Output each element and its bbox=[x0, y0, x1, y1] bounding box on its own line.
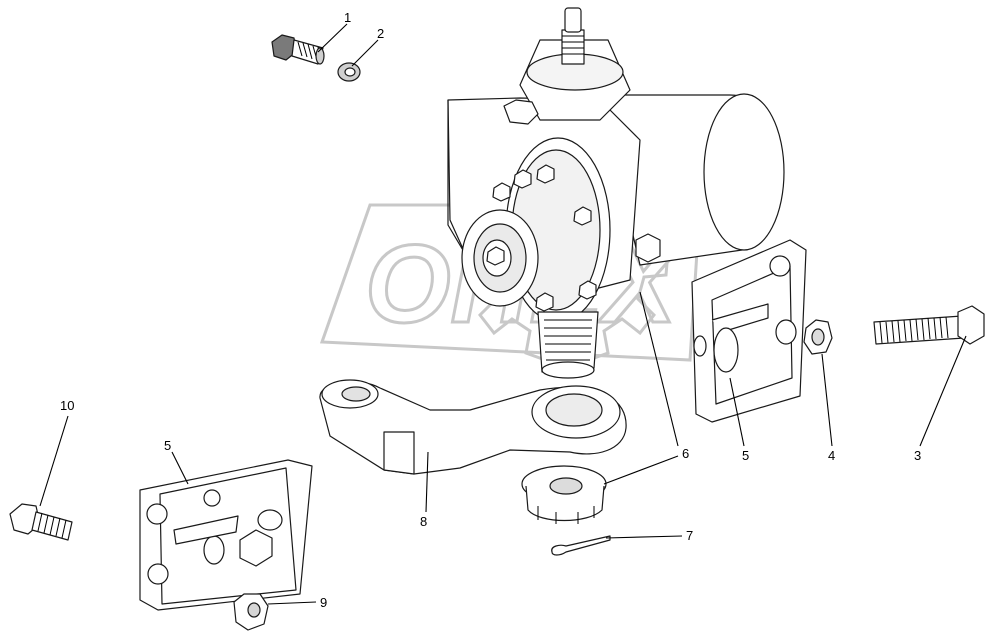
leader-3 bbox=[919, 335, 967, 447]
part-1-bolt bbox=[271, 34, 325, 65]
leader-2 bbox=[351, 39, 379, 67]
callout-3: 3 bbox=[914, 448, 921, 463]
callout-10: 10 bbox=[60, 398, 74, 413]
leader-4 bbox=[821, 353, 833, 447]
callout-2: 2 bbox=[377, 26, 384, 41]
part-5-bracket-left bbox=[139, 459, 313, 611]
leader-5-left bbox=[171, 451, 189, 485]
part-9-nut bbox=[233, 593, 269, 631]
leader-1 bbox=[317, 23, 348, 53]
part-2-washer bbox=[337, 62, 361, 82]
callout-1: 1 bbox=[344, 10, 351, 25]
leader-8 bbox=[425, 451, 429, 513]
part-7-cotter-pin bbox=[551, 535, 611, 556]
part-5-bracket-right bbox=[691, 239, 807, 423]
leader-6-up bbox=[639, 291, 679, 447]
callout-6: 6 bbox=[682, 446, 689, 461]
leader-7 bbox=[605, 535, 683, 539]
callout-labels: 1 2 3 4 5 5 6 7 8 9 10 bbox=[60, 10, 921, 610]
part-3-long-bolt bbox=[873, 305, 985, 345]
callout-5-right: 5 bbox=[742, 448, 749, 463]
part-8-pitman-arm bbox=[319, 379, 627, 475]
part-6-castle-nut bbox=[521, 465, 607, 524]
leader-6-down bbox=[603, 455, 679, 485]
leader-10 bbox=[39, 415, 69, 507]
callout-5-left: 5 bbox=[164, 438, 171, 453]
part-10-bolt bbox=[9, 503, 73, 541]
callout-4: 4 bbox=[828, 448, 835, 463]
leader-lines bbox=[39, 23, 967, 605]
part-4-nut bbox=[803, 319, 833, 355]
callout-9: 9 bbox=[320, 595, 327, 610]
callout-7: 7 bbox=[686, 528, 693, 543]
leader-9 bbox=[267, 601, 317, 605]
leader-5-right bbox=[729, 377, 745, 447]
callout-8: 8 bbox=[420, 514, 427, 529]
steering-gear-housing bbox=[447, 7, 785, 379]
